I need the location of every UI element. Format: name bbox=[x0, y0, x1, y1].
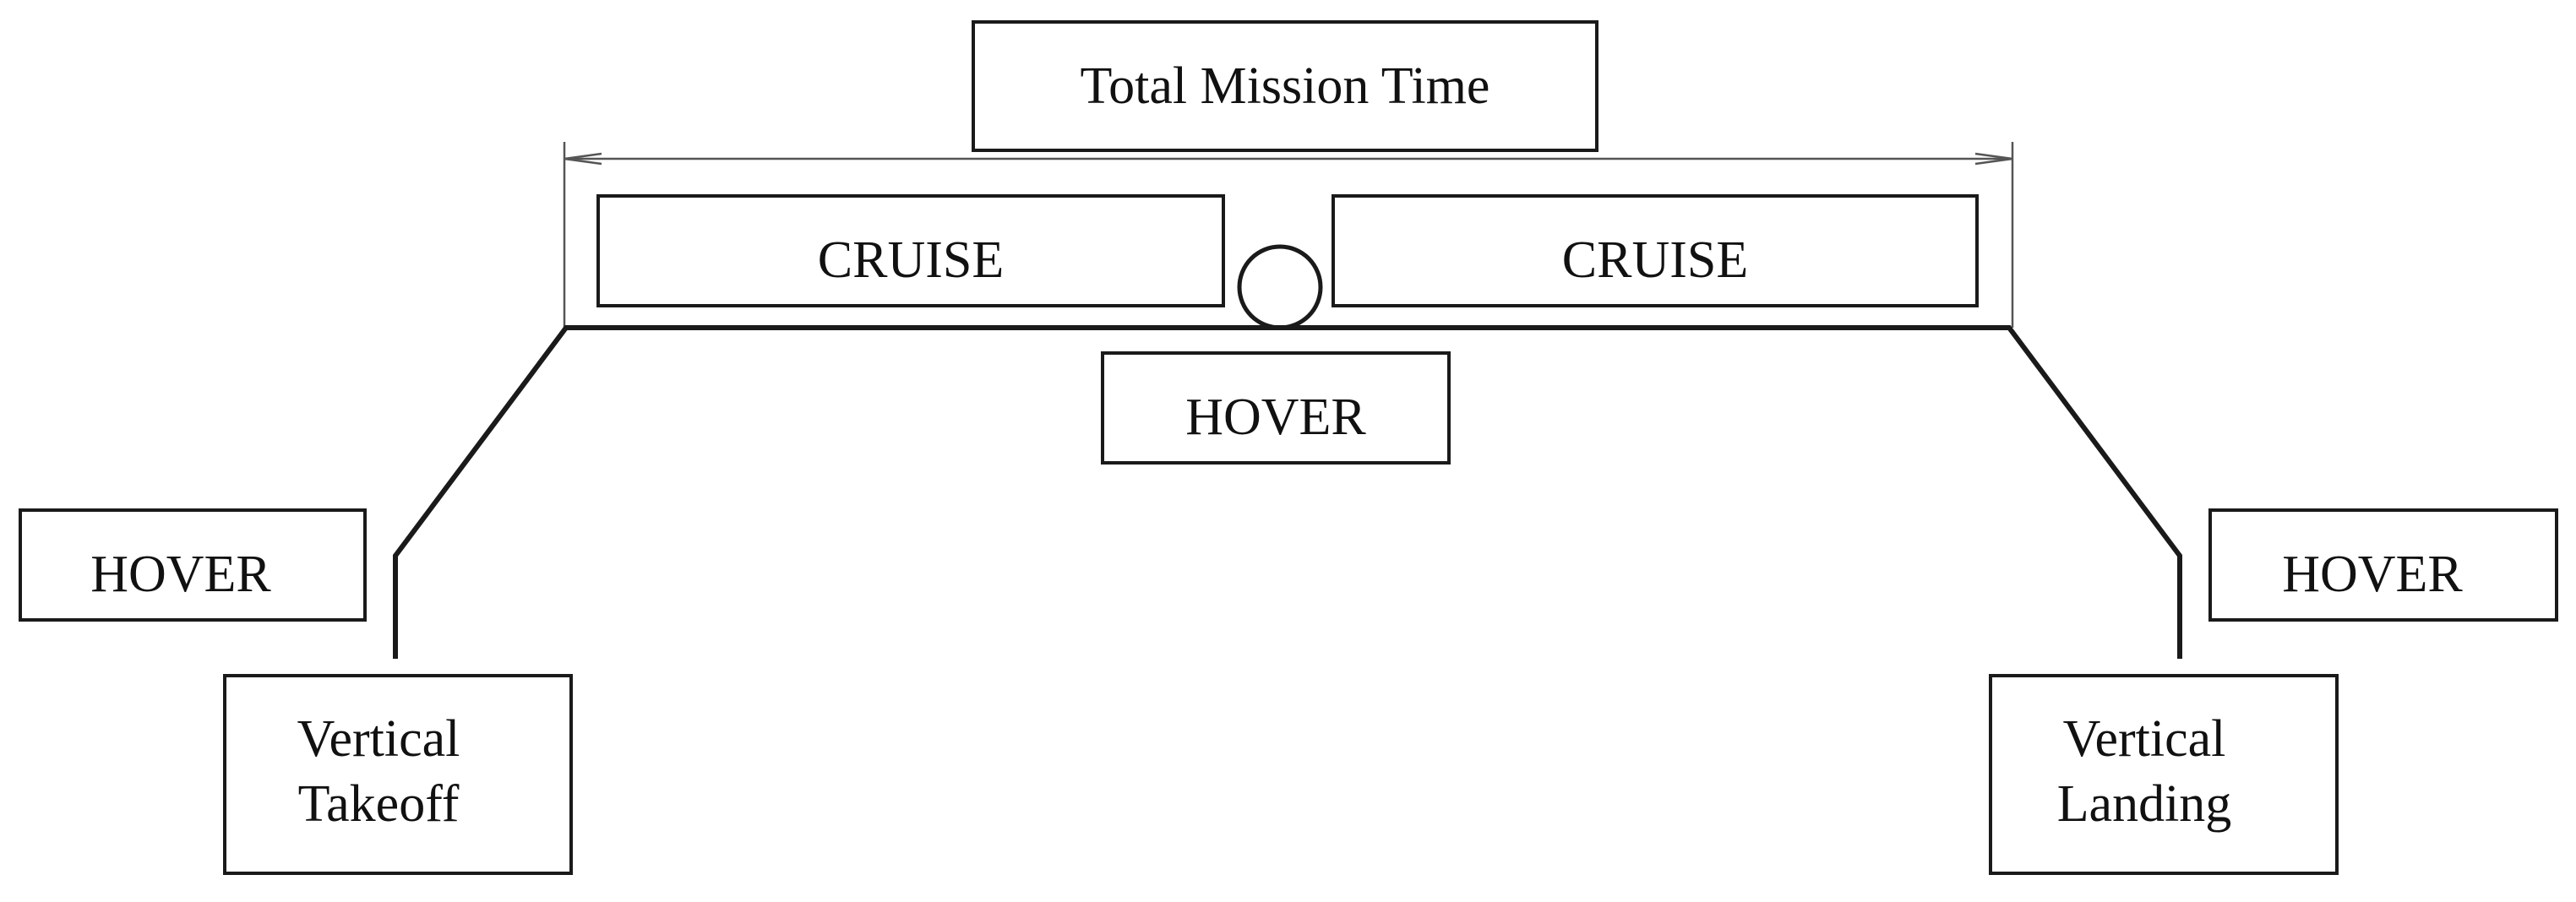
hover-right-box: HOVER bbox=[2208, 508, 2558, 622]
cruise-right-label: CRUISE bbox=[1562, 231, 1748, 289]
total-mission-time-box: Total Mission Time bbox=[972, 20, 1598, 152]
hover-point-circle bbox=[1237, 244, 1323, 330]
dimension-arrow-right bbox=[1974, 152, 2013, 166]
hover-left-label: HOVER bbox=[90, 546, 271, 603]
mission-time-dimension bbox=[563, 142, 2014, 328]
cruise-left-box: CRUISE bbox=[596, 194, 1225, 307]
hover-center-label: HOVER bbox=[1185, 389, 1366, 446]
hover-center-box: HOVER bbox=[1101, 351, 1451, 465]
flight-profile-line bbox=[393, 325, 2182, 659]
vertical-takeoff-box: Vertical Takeoff bbox=[223, 674, 573, 875]
cruise-left-label: CRUISE bbox=[818, 231, 1004, 289]
vertical-landing-box: Vertical Landing bbox=[1989, 674, 2339, 875]
vertical-landing-label-line1: Vertical bbox=[2063, 710, 2226, 768]
total-mission-time-label: Total Mission Time bbox=[1081, 57, 1490, 115]
cruise-right-box: CRUISE bbox=[1332, 194, 1979, 307]
dimension-arrow-left bbox=[564, 152, 602, 166]
hover-left-box: HOVER bbox=[19, 508, 367, 622]
vertical-takeoff-label-line2: Takeoff bbox=[298, 775, 460, 833]
vertical-takeoff-label-line1: Vertical bbox=[297, 710, 460, 768]
hover-right-label: HOVER bbox=[2282, 546, 2463, 603]
vertical-landing-label-line2: Landing bbox=[2057, 775, 2232, 833]
